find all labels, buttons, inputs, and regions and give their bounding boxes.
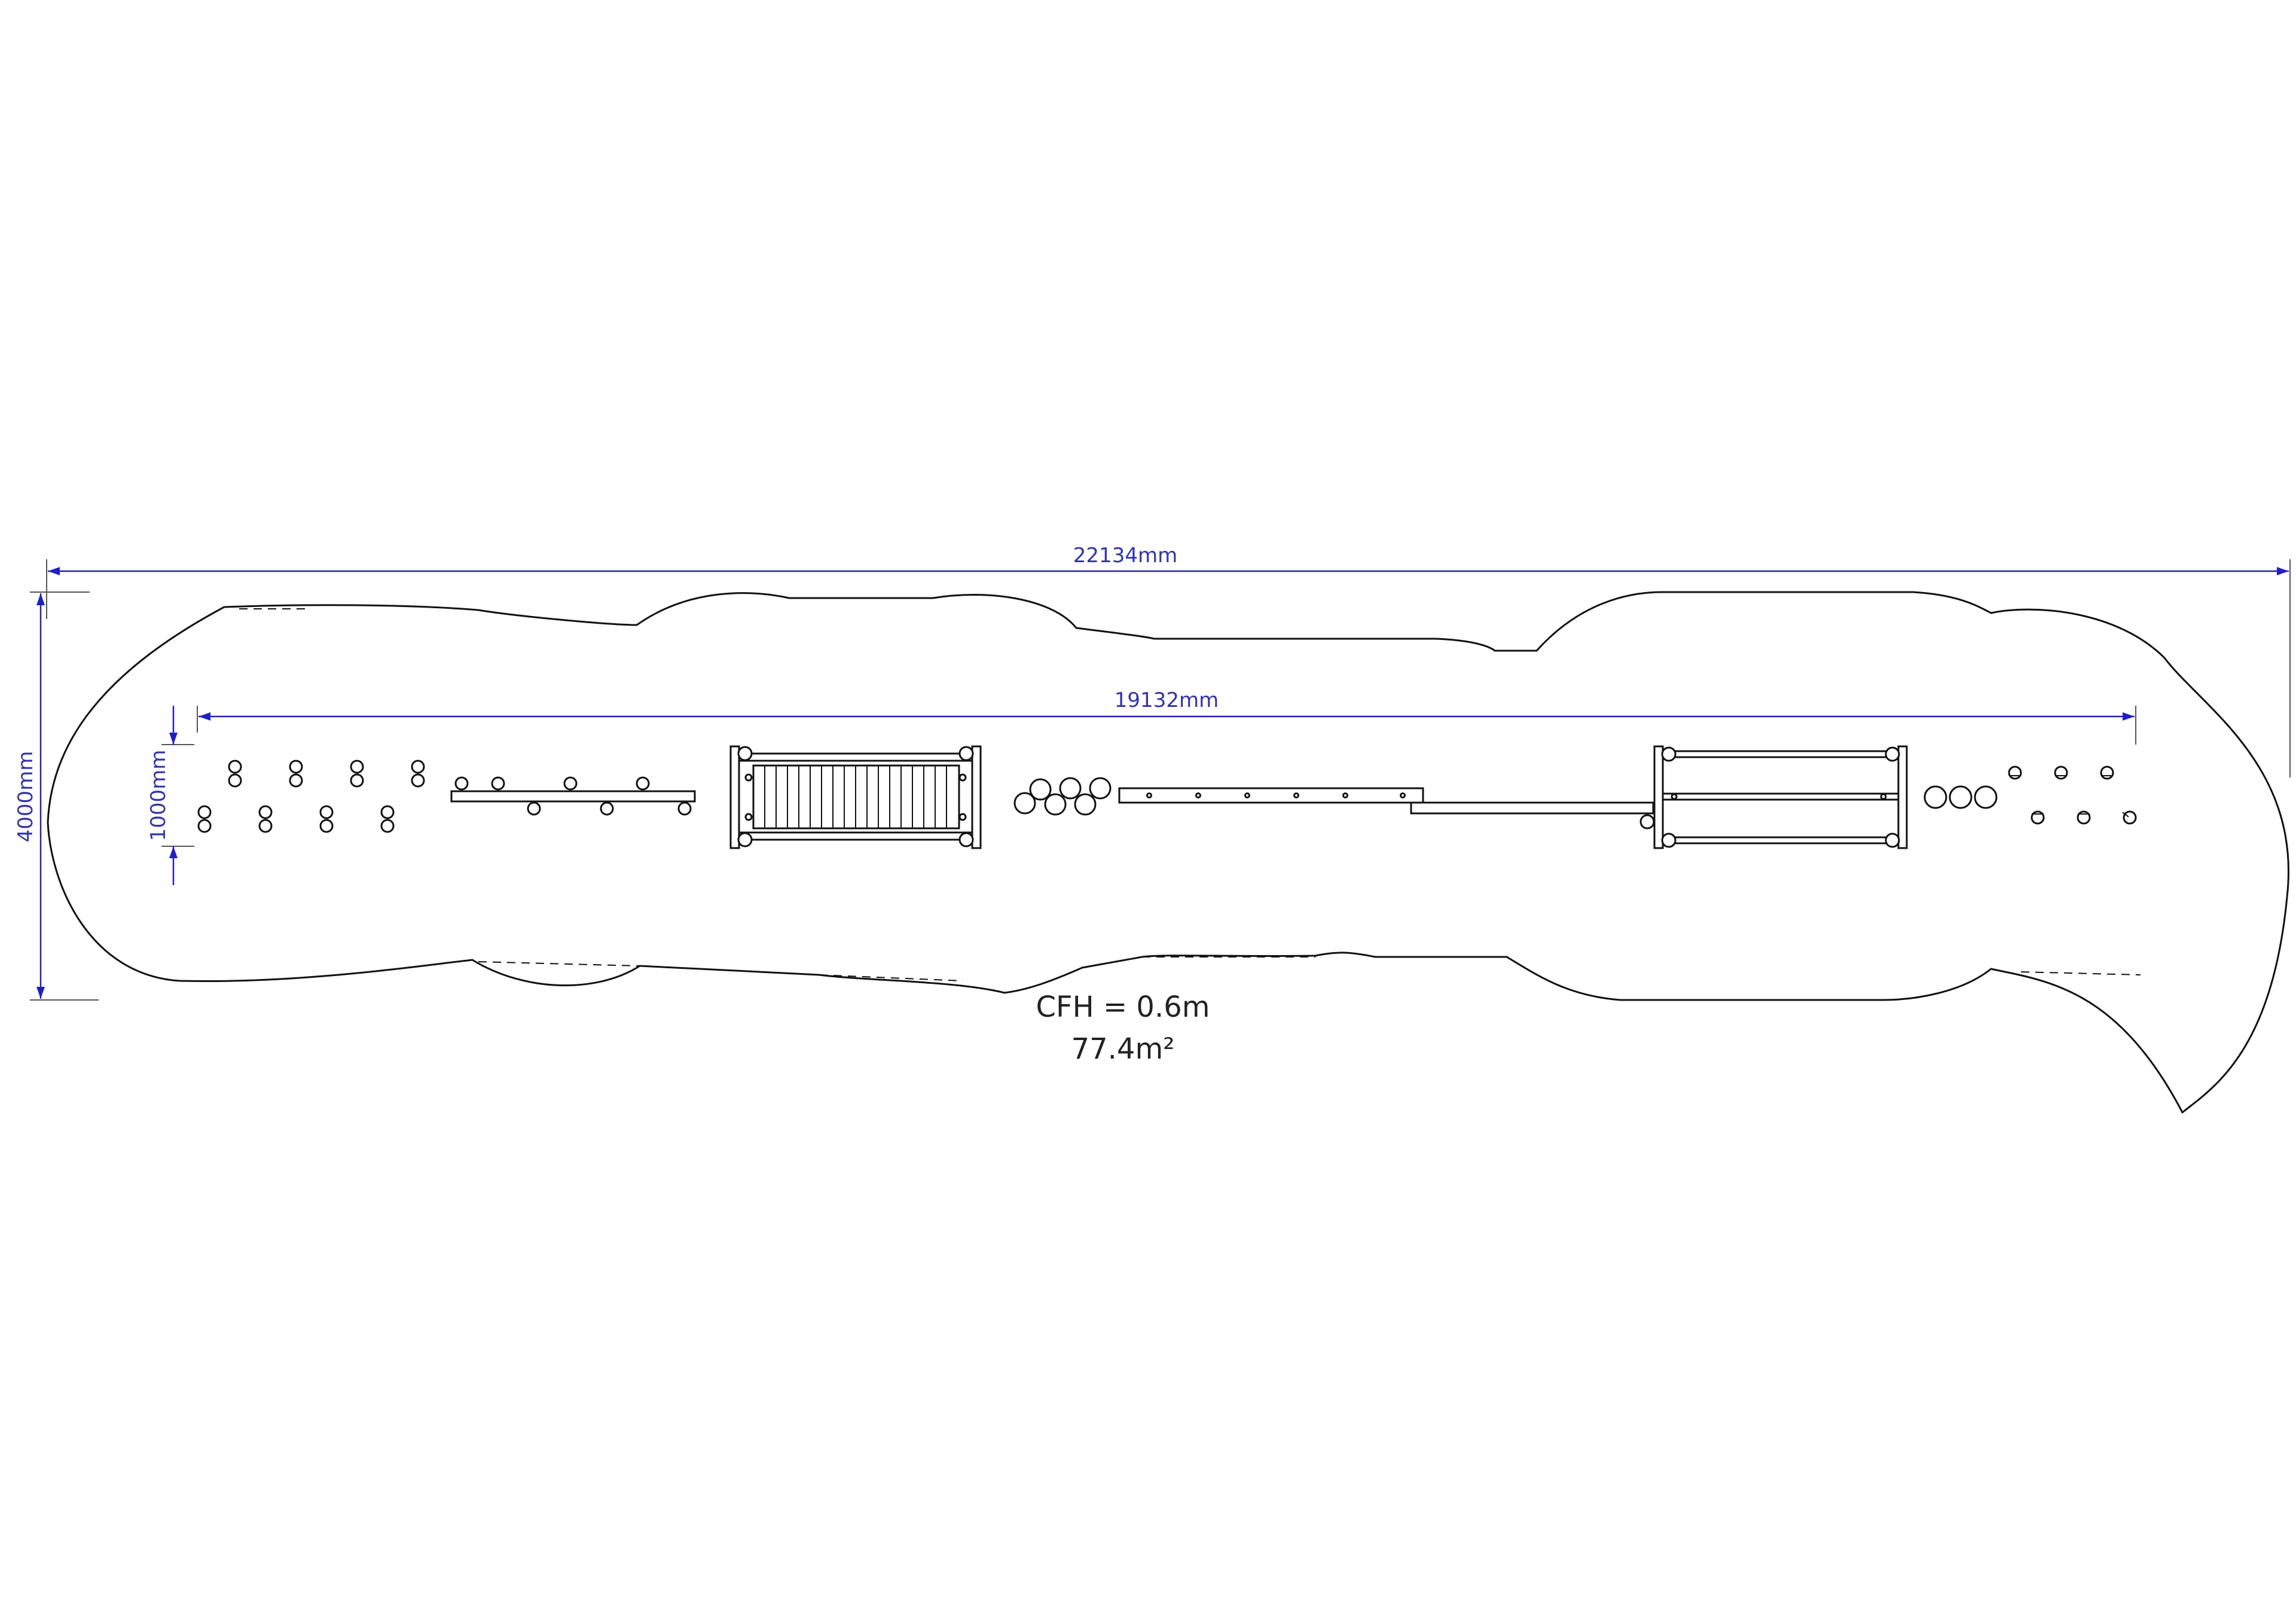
stepping-post-pair: [411, 760, 425, 788]
overall-width-label: 4000mm: [14, 751, 38, 843]
spring-posts-right: [2008, 766, 2137, 825]
surface-area-note: 77.4m²: [1071, 1032, 1175, 1066]
rope-traverse-frame: [1653, 745, 1908, 849]
equipment-length-label: 19132mm: [1115, 688, 1219, 712]
stepping-post-pair: [197, 805, 212, 833]
overall-width-dimension: 4000mm: [14, 591, 99, 1001]
bridge-slats: [764, 766, 947, 828]
overall-length-dimension: 22134mm: [46, 544, 2291, 777]
balance-beam-with-posts: [450, 776, 696, 816]
log-bridge-frame: [729, 745, 982, 849]
long-balance-beam: [1118, 787, 1655, 830]
spring-post: [2077, 810, 2091, 825]
stepping-pods-triple: [1923, 785, 1998, 809]
spacing-label: 1000mm: [146, 750, 170, 841]
spring-post: [2031, 810, 2045, 825]
equipment-length-dimension: 19132mm: [197, 688, 2136, 745]
stepping-post-pair: [380, 805, 395, 833]
stepping-post-pair: [258, 805, 273, 833]
stepping-post-pair: [319, 805, 334, 833]
stepping-post-pair: [350, 760, 364, 788]
stepping-posts-left: [197, 760, 425, 833]
spacing-dimension: 1000mm: [146, 706, 194, 885]
log-stepping-cluster: [1013, 777, 1112, 816]
safety-zone-outline: [47, 591, 2289, 1114]
spring-post: [2100, 766, 2114, 780]
spring-post: [2122, 810, 2137, 825]
stepping-post-pair: [289, 760, 303, 788]
spring-post: [2008, 766, 2022, 780]
spring-post: [2054, 766, 2068, 780]
stepping-post-pair: [228, 760, 242, 788]
overall-length-label: 22134mm: [1073, 544, 1177, 568]
critical-fall-height-note: CFH = 0.6m: [1036, 990, 1210, 1024]
